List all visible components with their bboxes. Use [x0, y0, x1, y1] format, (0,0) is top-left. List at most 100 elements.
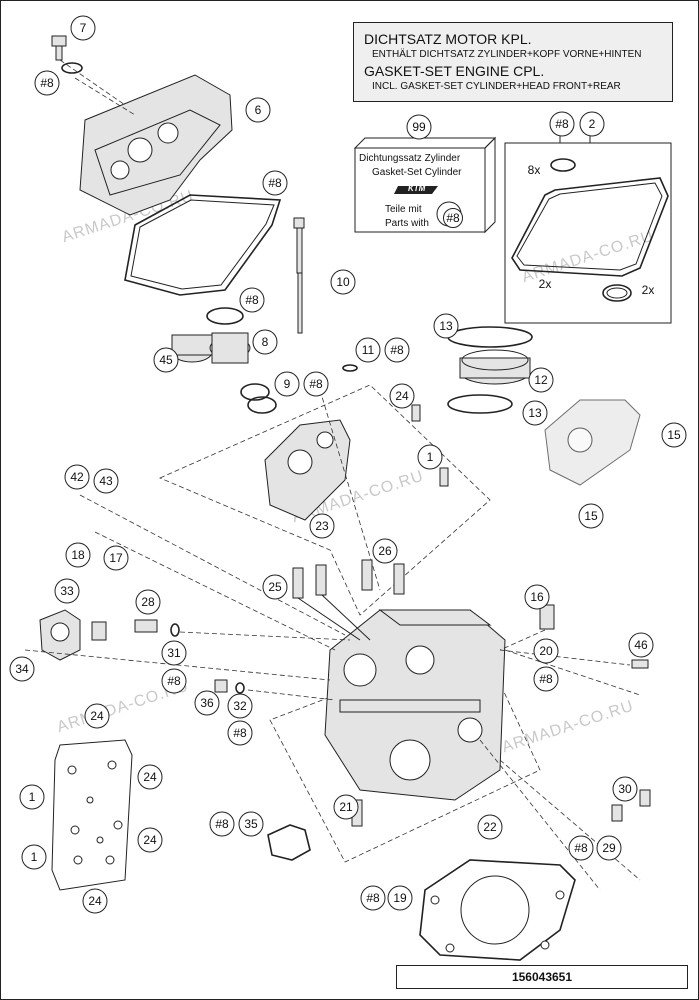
callout-c15b: 15: [584, 509, 598, 523]
gasket-set-subtitle-en: INCL. GASKET-SET CYLINDER+HEAD FRONT+REA…: [372, 81, 621, 92]
callout-c28: 28: [141, 595, 155, 609]
bearing-cap-part: [264, 419, 351, 521]
o-ring-part: [240, 383, 270, 401]
part-number-box: 156043651: [396, 965, 688, 989]
callout-c18: 18: [71, 548, 85, 562]
callout-circles: [9, 15, 687, 914]
o-ring-part: [247, 396, 277, 414]
valve-guide-part: [361, 559, 373, 591]
callout-c13a: 13: [439, 319, 453, 333]
cover-gasket-kit-icon: [511, 177, 669, 277]
o-ring-part: [206, 307, 244, 325]
callout-c45: 45: [159, 353, 173, 367]
gasket-set-info-box: DICHTSATZ MOTOR KPL. ENTHÄLT DICHTSATZ Z…: [353, 22, 673, 102]
cylinder-stud-part: [293, 217, 305, 334]
callout-c21: 21: [339, 800, 353, 814]
callout-c12: 12: [534, 373, 548, 387]
callout-c10: 10: [336, 275, 350, 289]
cover-gasket-part: [124, 194, 282, 296]
callout-c19: 19: [393, 891, 407, 905]
callout-c35: 35: [244, 817, 258, 831]
callout-c9: 9: [283, 377, 291, 391]
valve-cover-part: [79, 74, 233, 216]
callout-c8a: #8: [40, 76, 54, 90]
callout-c1a: 1: [426, 450, 434, 464]
callout-c20: 20: [539, 644, 553, 658]
kit-ref-callout: #8: [443, 208, 463, 228]
callout-c8d: #8: [245, 293, 259, 307]
head-gasket-part: [419, 859, 576, 961]
plug-part: [214, 679, 228, 693]
callout-c8c: #8: [555, 117, 569, 131]
callout-x8: 8x: [527, 163, 541, 177]
callout-c8e: #8: [390, 343, 404, 357]
valve-guide-part: [292, 567, 304, 599]
callout-c46: 46: [634, 638, 648, 652]
callout-c1b: 1: [28, 790, 36, 804]
dowel-part: [611, 804, 623, 822]
seal-ring-8x-icon: [550, 158, 576, 172]
callout-c25: 25: [268, 580, 282, 594]
bolt-part: [631, 659, 649, 669]
seal-part: [267, 824, 311, 861]
callout-c8i: #8: [233, 726, 247, 740]
screw-part: [439, 467, 449, 487]
ktm-logo: KTM: [408, 184, 426, 193]
callout-c30: 30: [618, 782, 632, 796]
callout-c8h: #8: [167, 674, 181, 688]
callout-c33: 33: [60, 584, 74, 598]
callout-c17: 17: [109, 551, 123, 565]
callout-c8f: #8: [309, 377, 323, 391]
thermostat-housing-part: [39, 609, 107, 661]
callout-c99: 99: [412, 120, 426, 134]
callout-c26: 26: [378, 544, 392, 558]
callout-c43: 43: [99, 474, 113, 488]
cover-bolt-part: [51, 35, 83, 74]
callout-c8g: #8: [539, 672, 553, 686]
sensor-part: [539, 604, 555, 630]
callout-c24c: 24: [143, 770, 157, 784]
callout-c8j: #8: [215, 817, 229, 831]
callout-c11: 11: [361, 343, 375, 357]
kit-line-4: Parts with: [385, 218, 429, 229]
callout-c34: 34: [15, 662, 29, 676]
kit-line-2: Gasket-Set Cylinder: [372, 167, 462, 178]
callout-c8k: #8: [574, 841, 588, 855]
clamp-part: [447, 326, 533, 348]
cylinder-head-part: [324, 609, 506, 801]
callout-c24e: 24: [88, 894, 102, 908]
washer-part: [342, 364, 358, 372]
callout-c24d: 24: [143, 833, 157, 847]
callout-c13b: 13: [528, 406, 542, 420]
callout-c36: 36: [200, 696, 214, 710]
callout-c29: 29: [602, 841, 616, 855]
cylinder-gasket-kit-box: [353, 136, 497, 234]
callout-c7: 7: [79, 21, 87, 35]
callout-c23: 23: [315, 519, 329, 533]
gasket-set-title-en: GASKET-SET ENGINE CPL.: [364, 63, 545, 79]
valve-guide-part: [315, 564, 327, 596]
callout-c8l: #8: [366, 891, 380, 905]
clamp-part: [447, 394, 513, 414]
screw-part: [411, 404, 421, 422]
callout-c42: 42: [70, 470, 84, 484]
gasket-kit-frame: [504, 142, 672, 324]
callout-x2a: 2x: [538, 277, 552, 291]
callout-c24a: 24: [395, 389, 409, 403]
callout-c32: 32: [233, 699, 247, 713]
sensor-part: [134, 619, 158, 633]
callout-c16: 16: [530, 590, 544, 604]
callout-c2: 2: [588, 117, 596, 131]
gasket-set-title-de: DICHTSATZ MOTOR KPL.: [364, 31, 532, 47]
gasket-set-subtitle-de: ENTHÄLT DICHTSATZ ZYLINDER+KOPF VORNE+HI…: [372, 49, 642, 60]
ktm-logo-icon: [394, 186, 438, 194]
valve-guide-part: [393, 563, 405, 595]
callout-x2b: 2x: [641, 283, 655, 297]
callout-c6: 6: [254, 103, 262, 117]
callout-c15a: 15: [667, 428, 681, 442]
callout-c8: 8: [261, 335, 269, 349]
callout-c31: 31: [167, 646, 181, 660]
rear-bearing-cap-part: [544, 399, 641, 486]
callout-c1c: 1: [30, 850, 38, 864]
